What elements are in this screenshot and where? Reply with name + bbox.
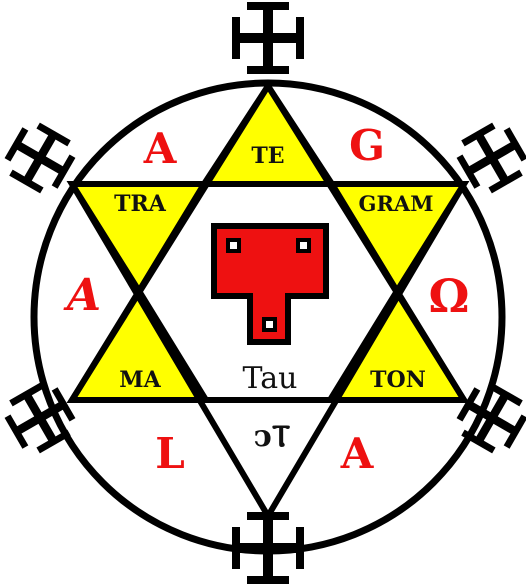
letter-lower-left: L [155, 429, 185, 478]
tau-caption: Tau [243, 361, 298, 396]
word-lower-left: MA [119, 367, 161, 393]
bottom-glyph: ↄⲦ [254, 419, 291, 454]
letter-lower-right: A [340, 429, 375, 478]
word-top: TE [251, 143, 284, 169]
word-upper-right: GRAM [359, 191, 434, 216]
letter-left: A [63, 270, 101, 321]
word-lower-right: TON [370, 367, 426, 393]
cross-ornament-top [232, 2, 304, 74]
letter-right: Ω [429, 269, 470, 323]
letter-upper-left: A [143, 124, 178, 173]
letter-upper-right: G [349, 121, 385, 170]
word-upper-left: TRA [114, 191, 167, 217]
